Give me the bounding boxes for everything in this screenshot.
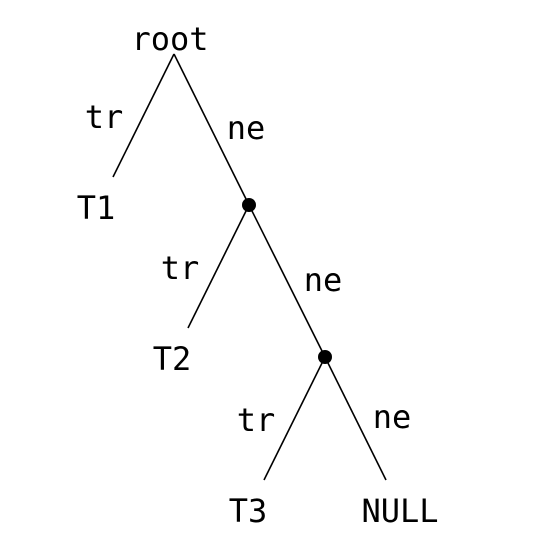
edge-n2-t3 <box>263 356 326 481</box>
node-label-null: NULL <box>361 492 438 530</box>
edge-label-root-t1: tr <box>85 98 124 136</box>
edge-label-n2-null: ne <box>373 398 412 436</box>
node-label-root: root <box>131 20 208 58</box>
edge-n2-null <box>324 356 387 481</box>
node-label-t2: T2 <box>153 340 192 378</box>
edge-label-n2-t3: tr <box>237 401 276 439</box>
edge-root-t1 <box>112 53 175 178</box>
edge-root-n1 <box>173 53 250 206</box>
edge-n1-t2 <box>187 204 250 329</box>
node-label-t3: T3 <box>229 492 268 530</box>
edge-label-n1-n2: ne <box>304 261 343 299</box>
internal-node-1 <box>242 198 256 212</box>
edge-n1-n2 <box>248 204 326 358</box>
node-label-t1: T1 <box>77 189 116 227</box>
edge-label-root-n1: ne <box>227 109 266 147</box>
edge-label-n1-t2: tr <box>161 249 200 287</box>
internal-node-2 <box>318 350 332 364</box>
